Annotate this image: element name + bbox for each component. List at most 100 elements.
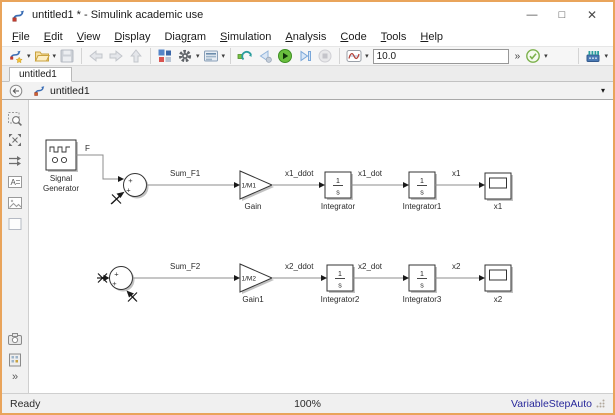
update-diagram-button[interactable] <box>235 47 255 66</box>
resize-grip[interactable] <box>596 399 605 408</box>
model-advisor-button[interactable] <box>523 47 543 66</box>
block-integrator2[interactable]: 1 s Integrator2 <box>321 264 360 304</box>
viewmarks-button[interactable] <box>5 350 25 370</box>
signal-line-x2[interactable]: x2 <box>435 262 485 281</box>
toolbar: ▾ ▾ <box>2 46 613 66</box>
zoom-level: 100% <box>294 397 321 410</box>
signal-label[interactable]: Sum_F2 <box>170 262 201 271</box>
signal-line-f[interactable]: F <box>76 144 124 182</box>
signal-label[interactable]: x1 <box>452 169 461 178</box>
block-label[interactable]: x1 <box>494 202 503 211</box>
breadcrumb[interactable]: untitled1 <box>29 84 90 97</box>
block-label[interactable]: Integrator3 <box>403 295 442 304</box>
step-forward-button[interactable] <box>295 47 315 66</box>
signal-label[interactable]: x1_ddot <box>285 169 314 178</box>
stop-button[interactable] <box>315 47 335 66</box>
signal-label[interactable]: x2_dot <box>358 262 383 271</box>
menu-item-code[interactable]: Code <box>340 31 367 43</box>
forward-button[interactable] <box>106 47 126 66</box>
menu-item-view[interactable]: View <box>76 31 101 43</box>
run-button[interactable] <box>275 47 295 66</box>
tab-untitled1[interactable]: untitled1 <box>9 67 72 82</box>
save-button[interactable] <box>57 47 77 66</box>
menu-item-file[interactable]: File <box>12 31 30 43</box>
new-model-button[interactable] <box>6 47 26 66</box>
block-gain[interactable]: 1/M1 Gain <box>239 170 274 211</box>
stop-time-input[interactable] <box>372 48 509 64</box>
unconnected-port-sum2-left[interactable] <box>97 273 110 283</box>
block-integrator[interactable]: 1 s Integrator <box>321 171 356 211</box>
signal-label[interactable]: x2 <box>452 262 461 271</box>
zoom-region-button[interactable] <box>5 109 25 129</box>
model-settings-button[interactable] <box>175 47 195 66</box>
menu-item-simulation[interactable]: Simulation <box>220 31 272 43</box>
signal-line-x1-ddot[interactable]: x1_ddot <box>272 169 325 188</box>
unconnected-port-sum2-bottom[interactable] <box>126 290 138 302</box>
build-button[interactable] <box>583 47 603 66</box>
menu-item-edit[interactable]: Edit <box>43 31 63 43</box>
model-properties-button[interactable] <box>201 47 221 66</box>
image-button[interactable] <box>5 193 25 213</box>
simulation-display-caret-icon[interactable]: ▾ <box>365 52 369 60</box>
signal-routing-button[interactable] <box>5 151 25 171</box>
block-label[interactable]: Gain1 <box>242 295 264 304</box>
block-label[interactable]: Signal <box>50 174 72 183</box>
zoom-region-icon <box>8 112 22 126</box>
menu-item-analysis[interactable]: Analysis <box>285 31 327 43</box>
back-button[interactable] <box>86 47 106 66</box>
signal-label[interactable]: F <box>85 144 90 153</box>
menu-item-display[interactable]: Display <box>114 31 151 43</box>
block-signal-generator[interactable]: Signal Generator <box>43 139 79 193</box>
block-label[interactable]: x2 <box>494 295 503 304</box>
simulation-display-button[interactable] <box>344 47 364 66</box>
signal-line-x1[interactable]: x1 <box>435 169 485 188</box>
signal-line-sum-f2[interactable]: Sum_F2 <box>132 262 241 281</box>
open-button[interactable] <box>32 47 52 66</box>
model-settings-caret-icon[interactable]: ▾ <box>196 52 200 60</box>
block-integrator1[interactable]: 1 s Integrator1 <box>403 171 442 211</box>
signal-label[interactable]: Sum_F1 <box>170 169 201 178</box>
menu-item-help[interactable]: Help <box>420 31 444 43</box>
signal-line-x2-dot[interactable]: x2_dot <box>353 262 409 281</box>
toolbar-overflow-icon[interactable]: » <box>514 50 521 62</box>
maximize-button[interactable]: □ <box>558 9 566 21</box>
model-canvas[interactable]: Signal Generator F + + <box>29 100 613 393</box>
block-label[interactable]: Generator <box>43 184 79 193</box>
block-scope-x1[interactable]: x1 <box>484 172 513 211</box>
minimize-button[interactable]: — <box>526 9 538 21</box>
breadcrumb-caret-icon[interactable]: ▾ <box>600 86 605 95</box>
area-box-button[interactable] <box>5 214 25 234</box>
library-browser-button[interactable] <box>155 47 175 66</box>
signal-label[interactable]: x1_dot <box>358 169 383 178</box>
signal-line-x2-ddot[interactable]: x2_ddot <box>272 262 327 281</box>
block-integrator3[interactable]: 1 s Integrator3 <box>403 264 442 304</box>
unconnected-port-sum1[interactable] <box>110 191 125 205</box>
block-sum1[interactable]: + + <box>123 173 149 199</box>
annotation-button[interactable]: A <box>5 172 25 192</box>
open-caret-icon[interactable]: ▾ <box>52 52 57 60</box>
model-properties-caret-icon[interactable]: ▾ <box>221 52 226 60</box>
solver-indicator[interactable]: VariableStepAuto <box>511 397 592 410</box>
block-label[interactable]: Integrator <box>321 202 356 211</box>
block-gain1[interactable]: 1/M2 Gain1 <box>239 263 274 304</box>
step-back-button[interactable] <box>255 47 275 66</box>
palette-more-icon[interactable]: » <box>11 371 19 383</box>
block-label[interactable]: Integrator2 <box>321 295 360 304</box>
new-model-caret-icon[interactable]: ▾ <box>27 52 31 60</box>
up-button[interactable] <box>126 47 146 66</box>
close-button[interactable]: ✕ <box>586 8 598 22</box>
signal-label[interactable]: x2_ddot <box>285 262 314 271</box>
menu-item-tools[interactable]: Tools <box>380 31 407 43</box>
hide-explorer-button[interactable] <box>2 84 29 98</box>
model-advisor-caret-icon[interactable]: ▾ <box>544 52 548 60</box>
screenshot-button[interactable] <box>5 329 25 349</box>
signal-line-x1-dot[interactable]: x1_dot <box>351 169 409 188</box>
block-label[interactable]: Integrator1 <box>403 202 442 211</box>
menu-item-diagram[interactable]: Diagram <box>164 31 207 43</box>
build-caret-icon[interactable]: ▾ <box>604 52 608 60</box>
block-label[interactable]: Gain <box>245 202 262 211</box>
block-sum2[interactable]: + + <box>109 266 135 292</box>
signal-line-sum-f1[interactable]: Sum_F1 <box>146 169 241 188</box>
fit-to-view-button[interactable] <box>5 130 25 150</box>
block-scope-x2[interactable]: x2 <box>484 264 513 304</box>
